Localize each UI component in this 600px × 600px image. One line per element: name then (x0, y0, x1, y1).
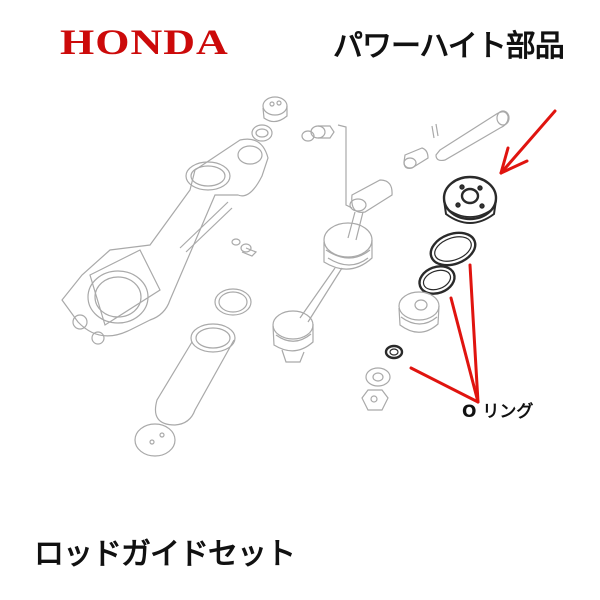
o-ring-large (429, 231, 477, 267)
guide-washer-nut (361, 291, 440, 411)
pump-rod-assembly (272, 124, 393, 363)
honda-logo: HONDA (60, 21, 310, 66)
o-ring-callout-lines (409, 263, 480, 404)
pin-assembly (403, 110, 510, 169)
page-subtitle: パワーハイト部品 (333, 29, 565, 64)
o-ring-label: O リング (462, 402, 534, 422)
o-rings (384, 231, 477, 360)
o-ring-medium (418, 265, 456, 295)
tube-assembly (134, 288, 252, 457)
o-ring-small (384, 344, 404, 360)
side-bolt (231, 238, 258, 257)
top-plug (251, 96, 288, 142)
rod-guide-cap (442, 175, 498, 224)
arrow-callout-icon (499, 109, 557, 175)
housing-assembly (61, 138, 269, 345)
brand-text: HONDA (60, 21, 229, 63)
exploded-parts-diagram (61, 96, 557, 457)
product-title: ロッドガイドセット (34, 537, 296, 572)
